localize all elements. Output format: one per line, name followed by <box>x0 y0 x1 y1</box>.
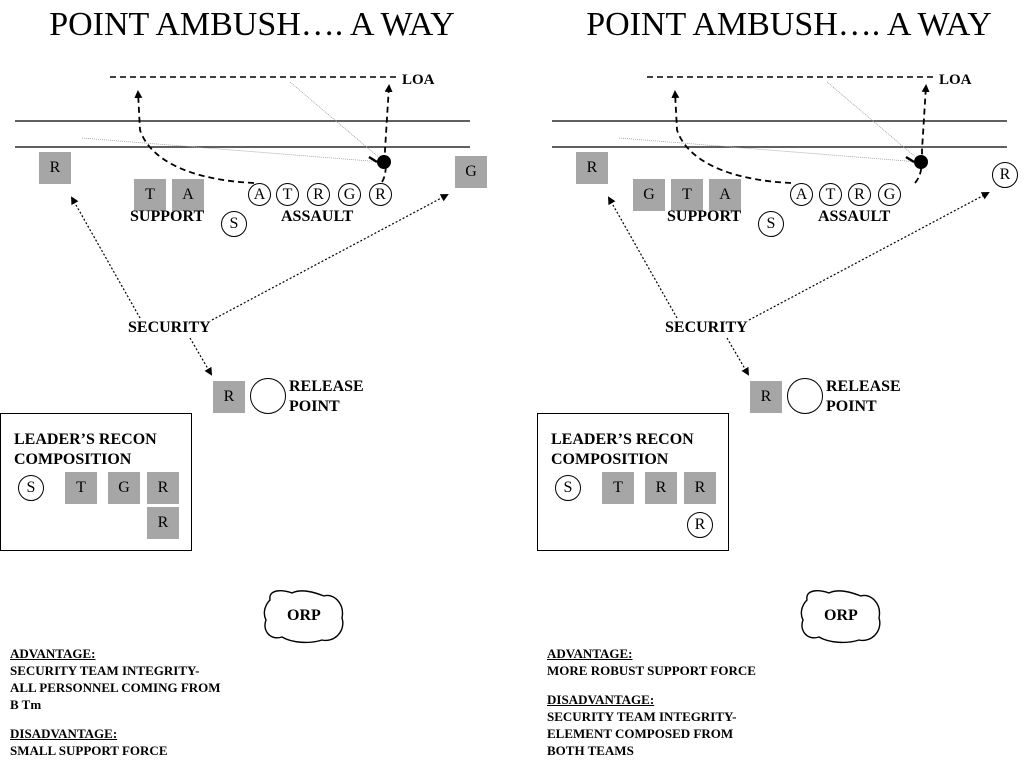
security-arrow-release <box>189 337 213 376</box>
assault-member: A <box>790 183 813 206</box>
orp-outline <box>800 590 881 644</box>
release-point-circle <box>250 378 286 414</box>
security-arrow-right <box>748 192 990 321</box>
release-point-label: RELEASE POINT <box>289 378 364 415</box>
advantage-heading: ADVANTAGE: <box>547 646 633 661</box>
advantage-line: SECURITY TEAM INTEGRITY- <box>10 663 200 678</box>
release-security-square: R <box>213 381 245 413</box>
recon-member: R <box>645 472 677 504</box>
assault-member: R <box>307 183 330 206</box>
disadvantage-line: SECURITY TEAM INTEGRITY- <box>547 709 737 724</box>
assault-member: G <box>878 183 901 206</box>
support-square: T <box>134 179 166 211</box>
orp-label: ORP <box>287 607 321 624</box>
page-title: POINT AMBUSH…. A WAY <box>49 6 455 43</box>
recon-member: S <box>18 475 44 501</box>
notes: ADVANTAGE: MORE ROBUST SUPPORT FORCE DIS… <box>547 645 756 759</box>
support-square: A <box>172 179 204 211</box>
support-square: G <box>633 179 665 211</box>
disadvantage-line: SMALL SUPPORT FORCE <box>10 743 168 758</box>
security-arrow-release <box>726 337 750 376</box>
support-label: SUPPORT <box>667 208 742 225</box>
support-member-circle: S <box>758 211 784 237</box>
security-arrow-left <box>608 196 678 319</box>
support-square: T <box>671 179 703 211</box>
advantage-line: B Tm <box>10 697 42 712</box>
recon-member: R <box>687 512 713 538</box>
recon-member: T <box>65 472 97 504</box>
disadvantage-line: ELEMENT COMPOSED FROM <box>547 726 734 741</box>
security-label: SECURITY <box>128 319 211 336</box>
right-security-square: G <box>455 156 487 188</box>
disadvantage-heading: DISADVANTAGE: <box>10 726 118 741</box>
recon-member: R <box>147 507 179 539</box>
notes: ADVANTAGE: SECURITY TEAM INTEGRITY- ALL … <box>10 645 221 759</box>
assault-member: T <box>276 183 299 206</box>
release-security-square: R <box>750 381 782 413</box>
security-arrow-right <box>211 194 449 321</box>
assault-route-left <box>671 90 792 184</box>
assault-label: ASSAULT <box>818 208 891 225</box>
release-point-label: RELEASE POINT <box>826 378 901 415</box>
assault-route-right <box>914 84 930 184</box>
left-diagram-lines <box>15 76 470 644</box>
left-security-square: R <box>576 152 608 184</box>
orp-label: ORP <box>824 607 858 624</box>
assault-member: R <box>848 183 871 206</box>
disadvantage-line: BOTH TEAMS <box>547 743 634 758</box>
recon-title: LEADER’S RECON COMPOSITION <box>14 431 157 468</box>
support-member-circle: S <box>221 211 247 237</box>
page-title: POINT AMBUSH…. A WAY <box>586 6 992 43</box>
recon-title: LEADER’S RECON COMPOSITION <box>551 431 694 468</box>
recon-member: R <box>147 472 179 504</box>
recon-member: R <box>684 472 716 504</box>
advantage-heading: ADVANTAGE: <box>10 646 96 661</box>
support-square: A <box>709 179 741 211</box>
panel-right: POINT AMBUSH…. A WAY LOA R R G T A A T R… <box>537 0 1024 768</box>
assault-member: A <box>248 183 271 206</box>
support-label: SUPPORT <box>130 208 205 225</box>
leader-icon <box>914 155 928 169</box>
security-label: SECURITY <box>665 319 748 336</box>
right-security-circle: R <box>992 162 1018 188</box>
right-diagram-lines <box>552 76 1007 644</box>
advantage-line: MORE ROBUST SUPPORT FORCE <box>547 663 756 678</box>
recon-member: G <box>108 472 140 504</box>
security-arrow-left <box>71 196 141 319</box>
panel-left: POINT AMBUSH…. A WAY LOA R G T A A T R G… <box>0 6 487 759</box>
recon-member: T <box>602 472 634 504</box>
disadvantage-heading: DISADVANTAGE: <box>547 692 655 707</box>
assault-route-left <box>134 90 255 184</box>
left-security-square: R <box>39 152 71 184</box>
loa-label: LOA <box>939 72 972 88</box>
assault-member: G <box>338 183 361 206</box>
assault-label: ASSAULT <box>281 208 354 225</box>
loa-label: LOA <box>402 72 435 88</box>
assault-route-right <box>381 84 393 183</box>
orp-outline <box>263 590 344 644</box>
release-point-circle <box>787 378 823 414</box>
assault-member: R <box>369 183 392 206</box>
advantage-line: ALL PERSONNEL COMING FROM <box>10 680 221 695</box>
leader-icon <box>377 155 391 169</box>
assault-member: T <box>819 183 842 206</box>
recon-member: S <box>555 475 581 501</box>
